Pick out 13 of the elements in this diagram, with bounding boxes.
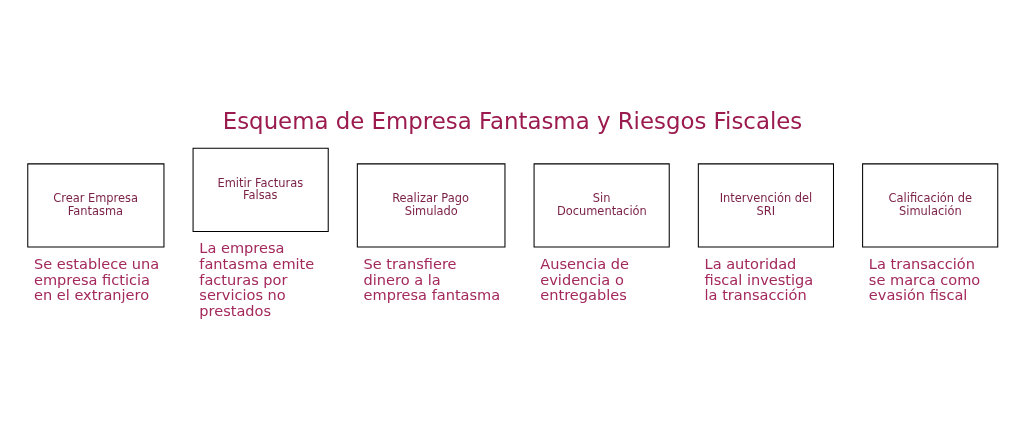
node-label: La transacción se marca como evasión fiscal bbox=[868, 255, 980, 304]
node-box: Calificación de Simulación bbox=[861, 163, 998, 248]
node-label: La empresa fantasma emite facturas por servicios no prestados bbox=[198, 239, 314, 319]
node-box: Realizar Pago Simulado bbox=[356, 163, 505, 248]
node-box: Crear Empresa Fantasma bbox=[26, 163, 164, 248]
node-label: Se establece una empresa ficticia en el extranjero bbox=[33, 255, 159, 304]
node-box: Sin Documentación bbox=[533, 163, 670, 248]
node-label: Se transfiere dinero a la empresa fantasma bbox=[363, 255, 500, 304]
diagram-title: Esquema de Empresa Fantasma y Riesgos Fiscales bbox=[222, 107, 802, 134]
node-box: Emitir Facturas Falsas bbox=[192, 147, 329, 232]
node-label: Ausencia de evidencia o entregables bbox=[539, 255, 629, 304]
node-label: La autoridad fiscal investiga la transacción bbox=[704, 255, 813, 304]
node-box: Intervención del SRI bbox=[697, 163, 834, 248]
